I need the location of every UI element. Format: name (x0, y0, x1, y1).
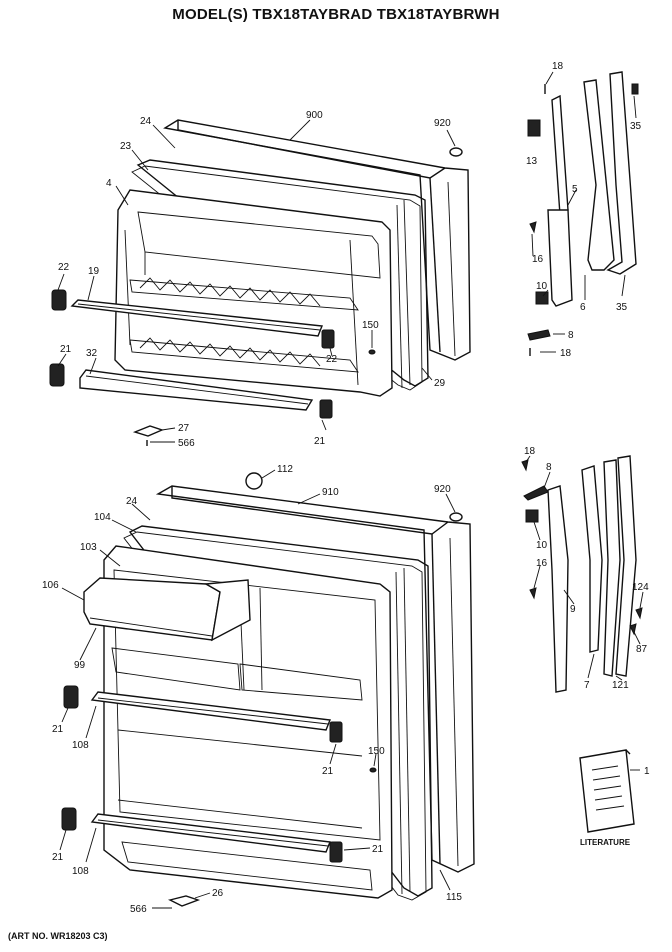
callout-21-upper-left: 21 (60, 344, 72, 355)
callout-26: 26 (212, 888, 224, 899)
hinge-cover-26 (167, 895, 201, 907)
callout-21-f: 21 (372, 844, 384, 855)
freezer-shelf-bar (70, 299, 323, 337)
callout-29: 29 (434, 378, 446, 389)
callout-19: 19 (88, 266, 100, 277)
callout-21-c: 21 (52, 724, 64, 735)
callout-8-upper: 8 (568, 330, 574, 341)
bar-end-cap-21-e (61, 807, 77, 831)
freezer-door-liner (114, 189, 393, 397)
screw-150-lower (369, 767, 377, 773)
callout-21-upper-right: 21 (314, 436, 326, 447)
door-shelf-bar-lower (90, 813, 331, 853)
callout-106: 106 (42, 580, 59, 591)
plug-button-920 (449, 147, 463, 157)
callout-121: 121 (612, 680, 629, 691)
screw-124 (635, 607, 643, 620)
bar-end-cap-21-f (329, 841, 343, 863)
freezer-door-group (49, 119, 471, 446)
callout-24-lower: 24 (126, 496, 138, 507)
cap-35 (631, 83, 639, 95)
callout-104: 104 (94, 512, 111, 523)
screw-16 (529, 221, 537, 234)
callout-87: 87 (636, 644, 648, 655)
callout-24-upper: 24 (140, 116, 152, 127)
callout-566-upper: 566 (178, 438, 195, 449)
hinge-pin-13 (527, 119, 541, 137)
dairy-compartment-door (83, 577, 251, 642)
callout-18-lower: 18 (524, 446, 536, 457)
plug-button-920-lower (449, 512, 463, 522)
callout-35-bottom: 35 (616, 302, 628, 313)
literature-label: LITERATURE (580, 838, 631, 847)
freezer-hinge-hardware (527, 71, 639, 356)
callout-115: 115 (446, 892, 462, 903)
callout-22-left: 22 (58, 262, 70, 273)
callout-108-lower: 108 (72, 866, 89, 877)
fresh-food-door-group (59, 469, 475, 909)
callout-7: 7 (584, 680, 590, 691)
callout-112: 112 (277, 464, 293, 475)
callout-23: 23 (120, 141, 132, 152)
callout-910: 910 (322, 487, 339, 498)
page-title: MODEL(S) TBX18TAYBRAD TBX18TAYBRWH (172, 6, 500, 23)
bar-end-cap-21-d (329, 721, 343, 743)
callout-35-top: 35 (630, 121, 642, 132)
callout-32: 32 (86, 348, 98, 359)
callout-900: 900 (306, 110, 323, 121)
fresh-food-door-gasket (123, 525, 433, 901)
callout-21-e: 21 (52, 852, 64, 863)
callout-99: 99 (74, 660, 86, 671)
shim-10 (535, 291, 549, 305)
screw-18-lower (521, 459, 529, 472)
callout-8-lower: 8 (546, 462, 552, 473)
callout-labels: 900 920 24 23 4 22 19 150 22 21 32 29 21… (42, 61, 650, 915)
plug-button-112 (245, 472, 263, 490)
screw-16-lower (529, 587, 537, 600)
callout-22-right: 22 (326, 354, 338, 365)
door-shelf-bar-upper (90, 691, 331, 731)
callout-1: 1 (644, 766, 650, 777)
art-number: (ART NO. WR18203 C3) (8, 931, 108, 941)
callout-16-lower: 16 (536, 558, 548, 569)
callout-150-upper: 150 (362, 320, 379, 331)
callout-13: 13 (526, 156, 538, 167)
hinge-cover-27 (132, 425, 164, 437)
fresh-food-outer-door-panel (155, 485, 475, 873)
shim-10-lower (525, 509, 539, 523)
freezer-outer-door-panel (163, 119, 471, 361)
callout-920-upper: 920 (434, 118, 451, 129)
callout-124: 124 (632, 582, 649, 593)
callout-150-lower: 150 (368, 746, 385, 757)
bar-end-cap-21-c (63, 685, 79, 709)
callout-10-upper: 10 (536, 281, 548, 292)
callout-18-top: 18 (552, 61, 564, 72)
callout-4: 4 (106, 178, 112, 189)
bar-end-cap-right-21 (319, 399, 333, 419)
callout-27: 27 (178, 423, 190, 434)
shelf-end-cap-right-22 (321, 329, 335, 349)
hinge-bracket-8 (527, 329, 551, 341)
freezer-lower-bar (79, 369, 314, 411)
callout-103: 103 (80, 542, 97, 553)
callout-18-upper: 18 (560, 348, 572, 359)
fresh-food-hinge-hardware (521, 455, 644, 833)
callout-9: 9 (570, 604, 576, 615)
callout-6: 6 (580, 302, 586, 313)
callout-920-lower: 920 (434, 484, 451, 495)
callout-5: 5 (572, 184, 578, 195)
callout-16-upper: 16 (532, 254, 544, 265)
callout-10-lower: 10 (536, 540, 548, 551)
screw-87 (629, 623, 637, 636)
literature-booklet (579, 749, 640, 833)
callout-21-d: 21 (322, 766, 334, 777)
callout-566-lower: 566 (130, 904, 147, 915)
bar-end-cap-left-21 (49, 363, 65, 387)
callout-108-upper: 108 (72, 740, 89, 751)
freezer-door-gasket (131, 159, 429, 391)
screw-150 (368, 349, 376, 355)
shelf-end-cap-left-22 (51, 289, 67, 311)
